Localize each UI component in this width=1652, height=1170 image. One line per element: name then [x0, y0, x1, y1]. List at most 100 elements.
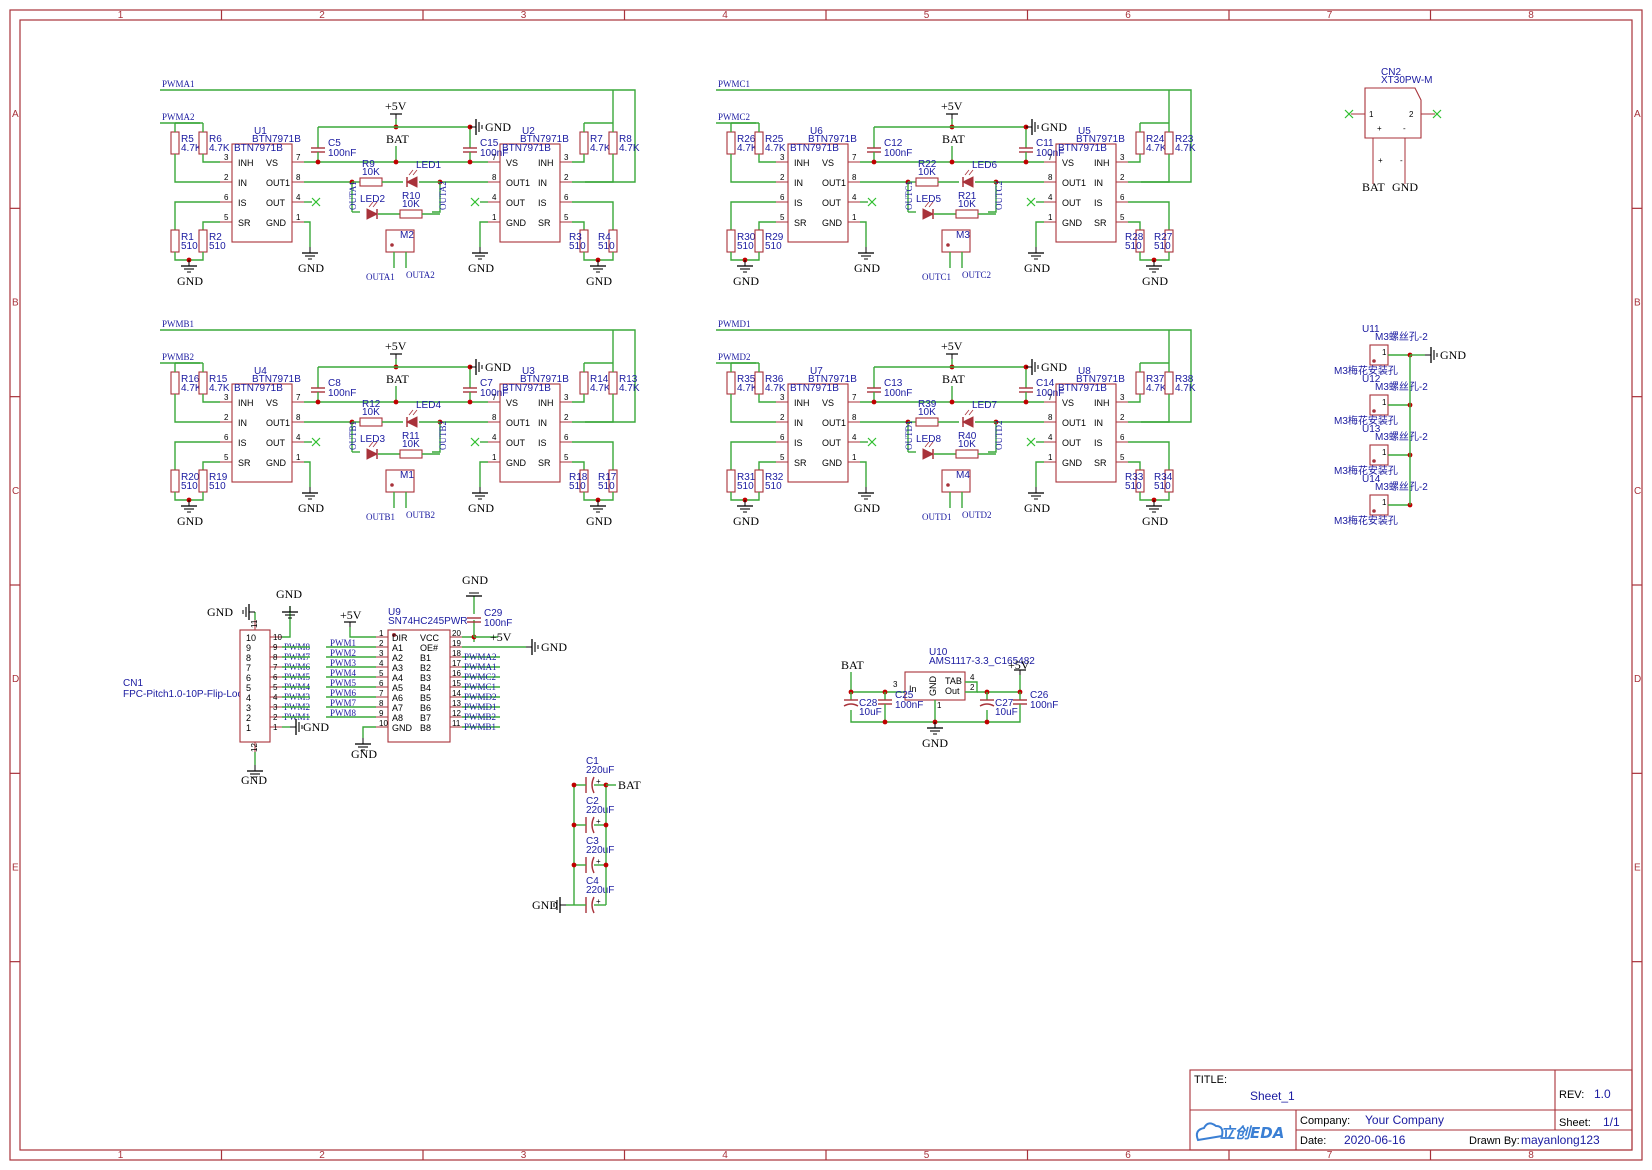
no-connect-mark [311, 437, 321, 447]
chip-pin-number: 4 [1048, 193, 1053, 202]
frame-row-label: A [12, 109, 19, 120]
mount-pin-dot [1372, 359, 1376, 363]
chip-pin-number: 5 [564, 213, 569, 222]
resistor [754, 371, 764, 395]
resistor [608, 371, 618, 395]
cn1-ref: CN1 [123, 678, 143, 689]
resistor [170, 131, 180, 155]
resistor [399, 209, 423, 219]
ground-label: GND [468, 501, 494, 515]
resistor-ref: R38 [1175, 374, 1194, 385]
mount-part: M3螺丝孔-2 [1375, 481, 1428, 493]
chip-pin-label: IN [238, 178, 247, 188]
capacitor-plate [591, 856, 595, 874]
chip-pin-label: IN [1094, 418, 1103, 428]
led-arrow [924, 441, 930, 448]
resistor-ref: R26 [737, 134, 756, 145]
resistor-ref: R34 [1154, 472, 1173, 483]
chip-pin-label: IN [794, 178, 803, 188]
wire [572, 201, 614, 230]
wire [965, 681, 978, 693]
resistor-ref: R3 [569, 232, 582, 243]
u9-pin-number: 8 [379, 699, 384, 708]
chip-pin-number: 7 [1048, 153, 1053, 162]
chip-pin-number: 4 [852, 433, 857, 442]
led-diode [366, 208, 379, 220]
chip-pin-number: 8 [296, 413, 301, 422]
capacitor-value: 100nF [328, 148, 356, 159]
resistor-ref: R11 [402, 431, 420, 442]
chip-pin-number: 5 [780, 213, 785, 222]
chip-pin-label: GND [266, 218, 287, 228]
ground-label: GND [1024, 501, 1050, 515]
bat-label: BAT [386, 132, 409, 146]
out-net-label: OUTC2 [994, 181, 1004, 210]
u10-gnd-label: GND [922, 736, 948, 750]
motor-pin-dot [390, 483, 394, 487]
resistor-value: 4.7K [209, 383, 230, 394]
u9-vcc-label: +5V [340, 608, 362, 622]
bat-label: BAT [942, 372, 965, 386]
resistor-ref: R2 [209, 232, 222, 243]
wire [730, 394, 776, 423]
ground-label: GND [1142, 274, 1168, 288]
resistor-value: 510 [569, 481, 586, 492]
chip-pin-number: 4 [1048, 433, 1053, 442]
led-arrow [412, 409, 418, 416]
chip-pin-label: SR [794, 458, 807, 468]
chip-part-inside: BTN7971B [1058, 383, 1107, 394]
bulk-cap-value: 220uF [586, 765, 614, 776]
wire [572, 394, 585, 403]
cn1-pin-number: 11 [250, 619, 259, 628]
ground-label: GND [1041, 120, 1067, 134]
resistor-value: 4.7K [737, 383, 758, 394]
led-arrow [964, 409, 970, 416]
ground-symbol [737, 260, 753, 273]
chip-pin-number: 6 [780, 193, 785, 202]
chip-pin-number: 6 [224, 193, 229, 202]
resistor-ref: R31 [737, 472, 756, 483]
resistor-ref: R13 [619, 374, 638, 385]
chip-pin-label: IS [794, 438, 803, 448]
chip-pin-number: 3 [564, 393, 569, 402]
bulk-cap-ref: C3 [586, 836, 599, 847]
frame-column-label: 7 [1327, 1150, 1333, 1161]
chip-part: BTN7971B [252, 134, 301, 145]
ground-symbol [737, 500, 753, 513]
resistor [579, 371, 589, 395]
resistor-value: 10K [918, 407, 936, 418]
junction-dot [315, 399, 321, 405]
cn2-polarity: - [1403, 124, 1406, 133]
resistor [170, 371, 180, 395]
chip-pin-number: 1 [296, 453, 301, 462]
resistor-value: 4.7K [590, 143, 611, 154]
capacitor-ref: C25 [895, 690, 914, 701]
resistor-ref: R24 [1146, 134, 1165, 145]
resistor-ref: R19 [209, 472, 228, 483]
rev-value: 1.0 [1594, 1087, 1611, 1101]
frame-column-label: 4 [722, 10, 728, 21]
chip-pin-label: IS [794, 198, 803, 208]
led-arrow [968, 169, 974, 176]
u10-pin-number: 3 [893, 680, 898, 689]
sheet-value: 1/1 [1603, 1115, 1620, 1129]
no-connect-mark [867, 437, 877, 447]
cn1-pin-label: 8 [246, 653, 251, 663]
u9-pin-label: B3 [420, 673, 431, 683]
ground-symbol [181, 500, 197, 513]
u9-net-label: PWMD2 [464, 692, 497, 702]
chip-pin-label: OUT1 [822, 178, 846, 188]
wire [572, 154, 614, 183]
capacitor-ref: C12 [884, 138, 903, 149]
chip-part: BTN7971B [1076, 374, 1125, 385]
chip-pin-label: INH [538, 158, 554, 168]
capacitor-plate [979, 703, 995, 707]
resistor-value: 10K [918, 167, 936, 178]
u9-net-label: PWMA1 [464, 662, 497, 672]
motor-connector [941, 229, 971, 253]
motor-net-label: OUTC2 [962, 270, 991, 280]
led-arrow [928, 441, 934, 448]
ground-symbol [927, 722, 943, 735]
frame-column-label: 5 [924, 10, 930, 21]
mount-desc: M3梅花安装孔 [1334, 364, 1398, 377]
